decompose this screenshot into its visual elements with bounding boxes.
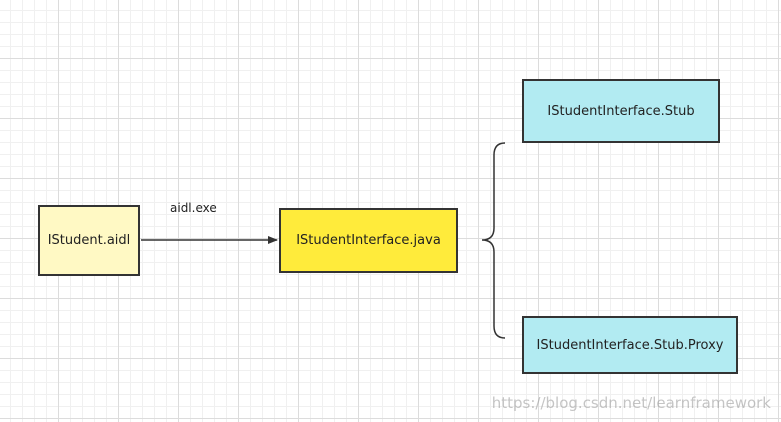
proxy-label: IStudentInterface.Stub.Proxy bbox=[536, 337, 724, 353]
proxy-node[interactable]: IStudentInterface.Stub.Proxy bbox=[522, 316, 738, 374]
stub-node[interactable]: IStudentInterface.Stub bbox=[522, 79, 720, 143]
stub-label: IStudentInterface.Stub bbox=[547, 103, 695, 119]
compile-arrow-label: aidl.exe bbox=[170, 201, 217, 215]
interface-java-node[interactable]: IStudentInterface.java bbox=[279, 208, 458, 273]
watermark-text: https://blog.csdn.net/learnframework bbox=[491, 394, 771, 412]
aidl-file-node[interactable]: IStudent.aidl bbox=[38, 205, 140, 276]
curly-brace bbox=[481, 142, 506, 339]
aidl-file-label: IStudent.aidl bbox=[47, 233, 131, 248]
interface-java-label: IStudentInterface.java bbox=[296, 233, 441, 248]
